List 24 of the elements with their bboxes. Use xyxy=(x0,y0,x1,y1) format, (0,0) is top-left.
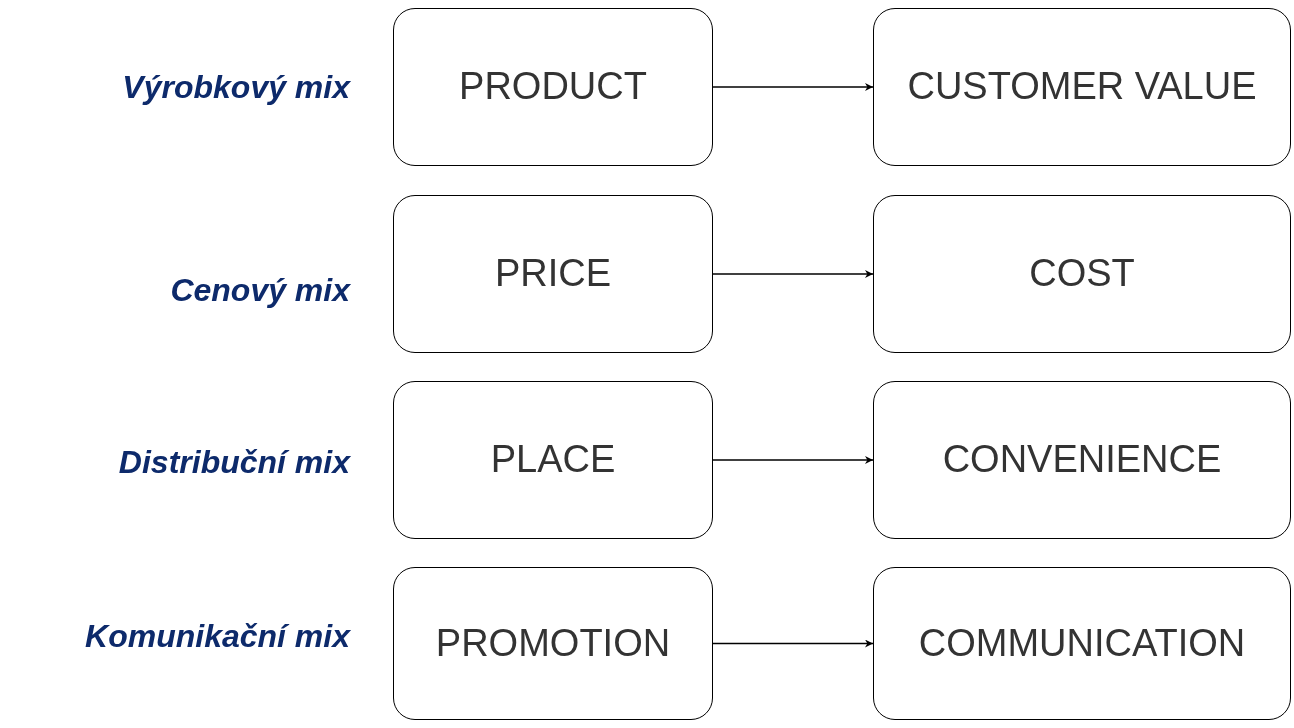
box-label: COMMUNICATION xyxy=(918,620,1246,666)
process-box xyxy=(873,195,1291,353)
row-caption: Cenový mix xyxy=(169,271,350,309)
process-box xyxy=(393,381,713,539)
box-label: PROMOTION xyxy=(435,620,671,666)
process-box xyxy=(873,567,1291,720)
process-box xyxy=(393,567,713,720)
process-box xyxy=(873,8,1291,166)
process-box xyxy=(393,195,713,353)
box-label: PRODUCT xyxy=(459,64,647,110)
arrow xyxy=(712,270,874,278)
row-caption: Distribuční mix xyxy=(117,443,350,481)
arrow xyxy=(712,83,874,91)
box-label: PRICE xyxy=(494,251,612,297)
box-label: PLACE xyxy=(490,437,616,483)
arrow xyxy=(712,639,874,648)
row-caption: Komunikační mix xyxy=(84,617,350,655)
row-caption: Výrobkový mix xyxy=(121,68,350,106)
box-label: CUSTOMER VALUE xyxy=(907,64,1257,110)
process-box xyxy=(873,381,1291,539)
box-label: CONVENIENCE xyxy=(942,437,1222,483)
box-label: COST xyxy=(1029,251,1135,297)
process-box xyxy=(393,8,713,166)
arrow xyxy=(712,456,874,464)
